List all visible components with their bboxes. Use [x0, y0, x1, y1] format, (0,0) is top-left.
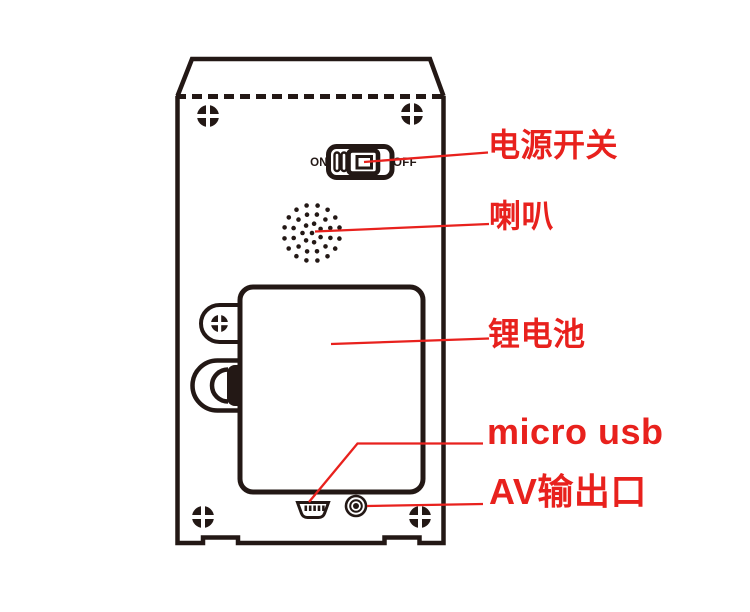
speaker-dot — [325, 207, 330, 213]
label-speaker: 喇叭 — [489, 198, 554, 234]
speaker-dot — [328, 235, 333, 241]
speaker-dot — [332, 246, 338, 251]
battery-cover — [237, 284, 426, 495]
speaker-dot — [311, 221, 317, 226]
speaker-dot — [315, 203, 320, 208]
speaker-dot — [333, 215, 338, 220]
speaker-dot — [318, 226, 323, 232]
speaker-dot — [337, 225, 342, 230]
switch-ridge-1 — [333, 151, 341, 173]
av-jack — [344, 494, 368, 518]
battery-latch — [190, 358, 244, 413]
speaker-dot — [286, 215, 292, 220]
label-av-output: AV输出口 — [489, 471, 647, 512]
leader-line-battery — [330, 337, 490, 346]
speaker-dot — [337, 236, 342, 241]
screw-top-left — [194, 102, 222, 130]
switch-ridge-2 — [340, 151, 348, 173]
speaker-dot — [296, 244, 301, 249]
speaker-dot — [323, 217, 328, 222]
speaker-dot — [328, 225, 333, 231]
speaker-dot — [318, 234, 323, 240]
latch-inner-arc — [209, 367, 229, 404]
speaker-dot — [325, 253, 330, 259]
speaker-dot — [294, 253, 299, 259]
screw-bottom-right — [406, 503, 434, 531]
screw-top-right — [398, 100, 426, 128]
label-micro-usb: micro usb — [487, 411, 664, 452]
speaker-dot — [282, 236, 287, 241]
micro-usb-port — [295, 501, 331, 519]
speaker-grill — [282, 203, 342, 263]
speaker-dot — [300, 230, 305, 236]
speaker-dot — [304, 212, 310, 217]
power-switch: ON OFF — [310, 144, 417, 180]
speaker-dot — [304, 203, 309, 208]
switch-on-label: ON — [310, 157, 328, 169]
speaker-dot — [309, 230, 315, 236]
speaker-dot — [291, 235, 297, 241]
leader-line-power-switch — [363, 151, 489, 164]
top-flap-outline — [175, 56, 446, 97]
speaker-dot — [291, 225, 296, 231]
label-power-switch: 电源开关 — [488, 127, 618, 163]
leader-line-speaker — [314, 222, 490, 233]
battery-screw-tab — [199, 303, 243, 344]
device-body-outline — [175, 96, 446, 546]
speaker-dot — [296, 217, 301, 222]
speaker-dot — [314, 212, 320, 217]
speaker-dot — [304, 258, 309, 263]
speaker-dot — [303, 223, 309, 228]
leader-line-micro-usb — [308, 442, 483, 503]
speaker-dot — [294, 207, 299, 212]
speaker-dot — [315, 258, 320, 263]
speaker-dot — [323, 244, 328, 249]
speaker-dot — [314, 249, 320, 254]
speaker-dot — [304, 249, 310, 254]
speaker-dot — [311, 240, 317, 245]
speaker-dot — [282, 225, 287, 230]
speaker-dot — [303, 238, 309, 243]
label-battery: 锂电池 — [488, 316, 586, 352]
leader-line-av-output — [366, 502, 484, 508]
screw-bottom-left — [189, 503, 217, 531]
latch-outer-arc — [190, 358, 243, 413]
speaker-dot — [286, 246, 292, 251]
